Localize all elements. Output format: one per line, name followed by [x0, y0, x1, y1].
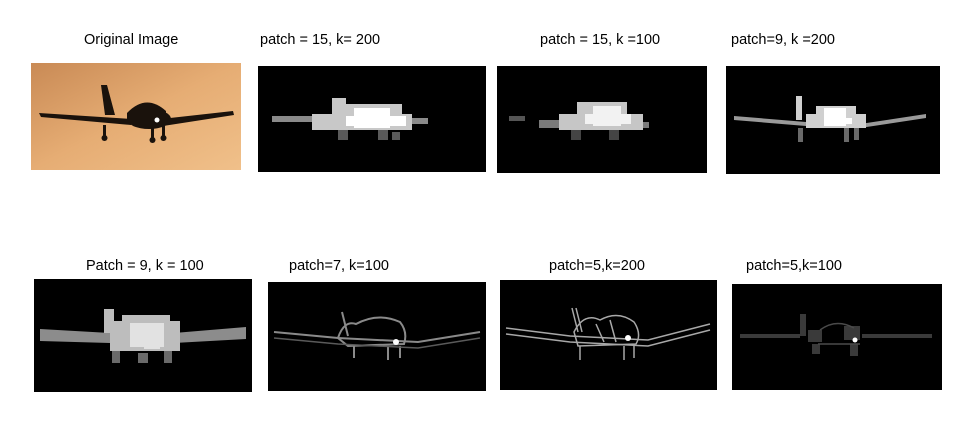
caption-p7-k100: patch=7, k=100: [289, 258, 389, 274]
segmentation-p9-k100-image: [34, 279, 252, 392]
segmentation-p9-k200-image: [726, 66, 940, 174]
segmentation-p15-k200-image: [258, 66, 486, 172]
original-airplane-image: [31, 63, 241, 170]
segmentation-p5-k200-image: [500, 280, 717, 390]
segmentation-p7-k100-image: [268, 282, 486, 391]
caption-p9-k100: Patch = 9, k = 100: [86, 258, 204, 274]
caption-p5-k200: patch=5,k=200: [549, 258, 645, 274]
caption-p15-k100: patch = 15, k =100: [540, 32, 661, 48]
segmentation-p5-k100-image: [732, 284, 942, 390]
caption-p9-k200: patch=9, k =200: [731, 32, 835, 48]
caption-original: Original Image: [84, 32, 179, 48]
segmentation-p15-k100-image: [497, 66, 707, 173]
caption-p5-k100: patch=5,k=100: [746, 258, 842, 274]
caption-p15-k200: patch = 15, k= 200: [260, 32, 381, 48]
